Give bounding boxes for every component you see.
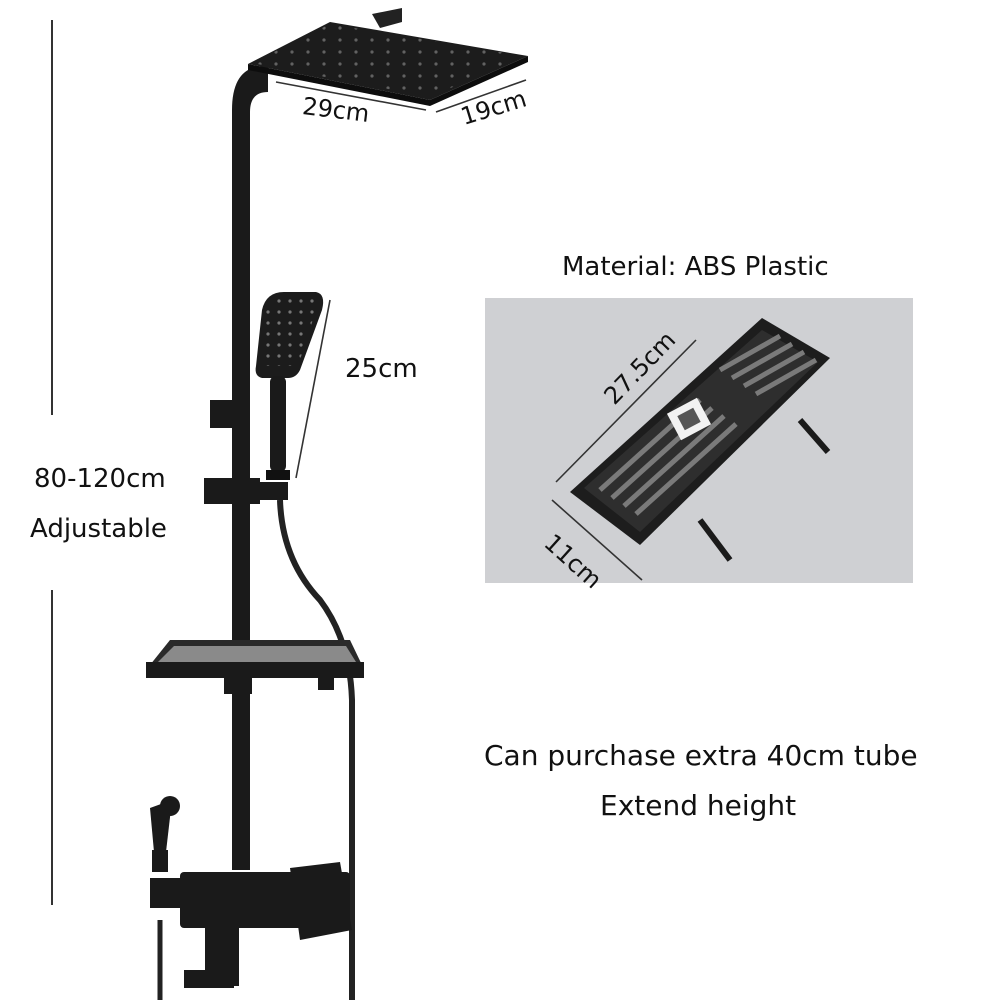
riser-pipe	[232, 66, 268, 870]
shelf-material-label: Material: ABS Plastic	[562, 252, 829, 282]
shelf-dimension-lines	[551, 339, 697, 581]
hand-shower-length-label: 25cm	[345, 354, 418, 384]
shelf-icon	[146, 640, 364, 694]
rain-shower-head-icon	[248, 8, 528, 106]
hand-shower-dimension-line	[295, 299, 331, 479]
riser-brackets	[204, 400, 288, 504]
bidet-sprayer-icon	[150, 796, 180, 872]
shelf-photo-icon	[570, 318, 831, 562]
shower-head-width-label: 29cm	[300, 92, 371, 128]
extension-line-1: Can purchase extra 40cm tube	[484, 739, 918, 772]
extension-line-2: Extend height	[600, 789, 797, 822]
height-adjustable-label: Adjustable	[30, 514, 167, 544]
height-range-label: 80-120cm	[34, 464, 166, 494]
hand-shower-icon	[255, 292, 324, 480]
shower-head-dimension-lines	[275, 79, 527, 113]
mixer-valve-icon	[150, 862, 352, 988]
